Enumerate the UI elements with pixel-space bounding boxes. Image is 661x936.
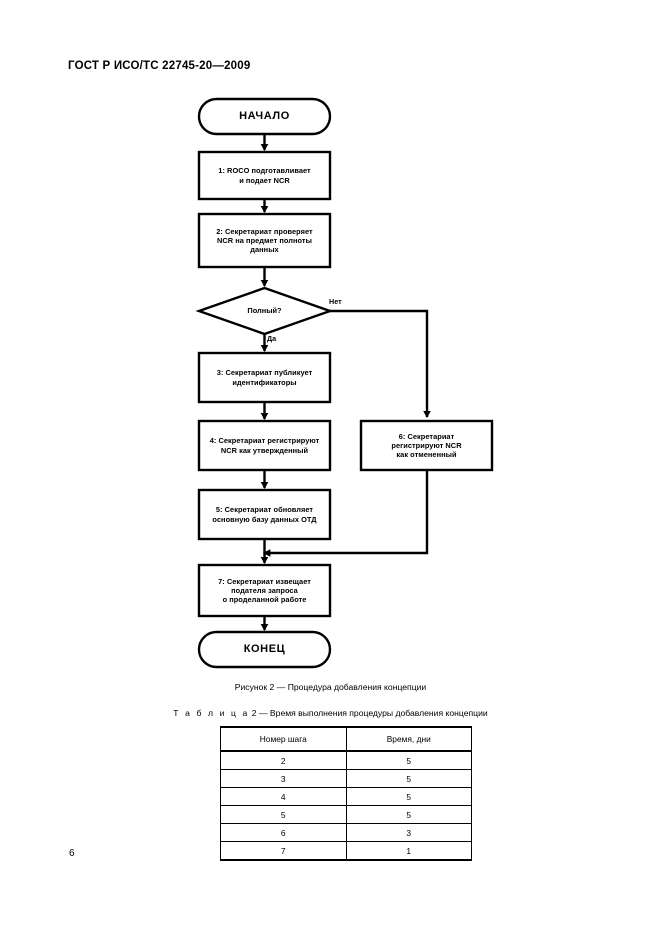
- cell-time-days: 1: [345, 841, 472, 861]
- table-row: 6 3: [220, 823, 472, 842]
- cell-time-days: 3: [345, 823, 472, 842]
- flow-connector-step6-to-merge: [262, 470, 429, 557]
- cell-step-number: 7: [220, 841, 347, 861]
- flow-node-step4-shape: [197, 419, 332, 472]
- flow-node-step2-shape: [197, 212, 332, 269]
- cell-step-number: 2: [220, 750, 347, 770]
- table-row: 3 5: [220, 769, 472, 788]
- cell-time-days: 5: [345, 805, 472, 824]
- flow-connector-decision-no-to-step6: [330, 309, 431, 419]
- table-caption-label: Т а б л и ц а: [173, 708, 250, 718]
- table-row: 2 5: [220, 750, 472, 770]
- flow-node-decision-shape: [195, 286, 334, 336]
- cell-time-days: 5: [345, 769, 472, 788]
- page-number: 6: [69, 848, 75, 859]
- flow-node-start-shape: [197, 97, 332, 136]
- cell-step-number: 3: [220, 769, 347, 788]
- figure-caption: Рисунок 2 — Процедура добавления концепц…: [234, 682, 427, 692]
- table-header-row: Номер шага Время, дни: [220, 726, 472, 752]
- table-row: 5 5: [220, 805, 472, 824]
- flow-node-step3-shape: [197, 351, 332, 404]
- flow-node-step1-shape: [197, 150, 332, 201]
- table-header-step-number: Номер шага: [220, 726, 347, 752]
- table-row: 7 1: [220, 841, 472, 861]
- cell-step-number: 5: [220, 805, 347, 824]
- table-header-time-days: Время, дни: [345, 726, 472, 752]
- table-row: 4 5: [220, 787, 472, 806]
- flow-node-step6-shape: [359, 419, 494, 472]
- step-duration-table: Номер шага Время, дни 2 5 3 5 4 5 5 5 6: [220, 726, 472, 861]
- flow-node-end-shape: [197, 630, 332, 669]
- table-caption-text: 2 — Время выполнения процедуры добавлени…: [251, 708, 488, 718]
- flow-node-step7-shape: [197, 563, 332, 618]
- flow-edge-label-yes: Да: [267, 334, 277, 343]
- flow-edge-label-no: Нет: [329, 297, 342, 306]
- cell-time-days: 5: [345, 787, 472, 806]
- table-caption: Т а б л и ц а 2 — Время выполнения проце…: [0, 708, 661, 718]
- cell-step-number: 6: [220, 823, 347, 842]
- document-header-standard-number: ГОСТ Р ИСО/ТС 22745-20—2009: [68, 60, 251, 72]
- cell-step-number: 4: [220, 787, 347, 806]
- flowchart-figure: НАЧАЛО 1: ROCO подготавливает и подает N…: [195, 97, 494, 669]
- cell-time-days: 5: [345, 750, 472, 770]
- flow-node-step5-shape: [197, 488, 332, 541]
- table-body: 2 5 3 5 4 5 5 5 6 3 7 1: [220, 750, 472, 861]
